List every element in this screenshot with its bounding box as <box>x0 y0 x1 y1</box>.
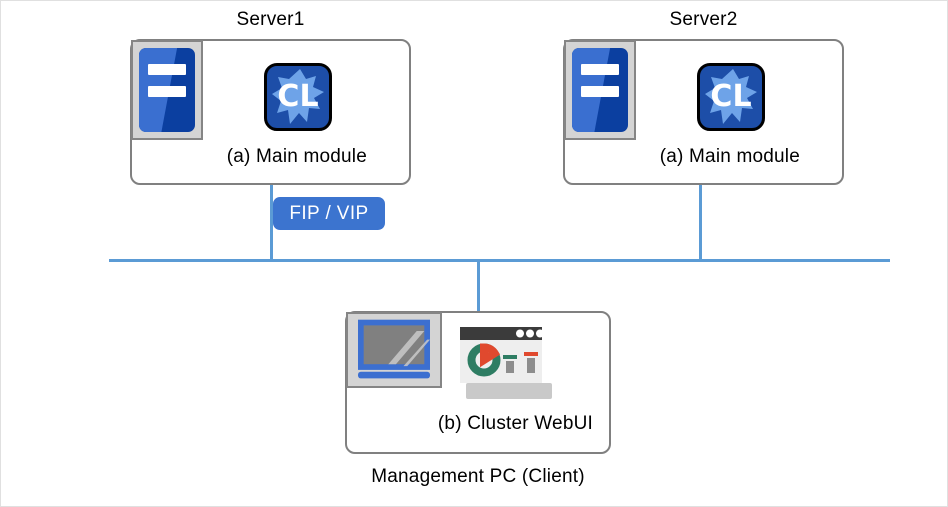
server2-module-label: (a) Main module <box>659 146 800 167</box>
cl-app-icon: CL <box>264 63 332 131</box>
desktop-monitor-icon <box>346 312 442 388</box>
cl-app-icon: CL <box>697 63 765 131</box>
server1-title: Server1 <box>236 9 305 30</box>
network-bus-line <box>109 259 890 262</box>
cl-app-icon-text: CL <box>277 79 319 114</box>
server-rack-slot-2 <box>581 86 619 97</box>
server2-title: Server2 <box>669 9 738 30</box>
server-rack-body <box>139 48 195 132</box>
server-rack-slot-2 <box>148 86 186 97</box>
cl-app-icon-text: CL <box>710 79 752 114</box>
desktop-monitor-glyph <box>358 319 430 379</box>
management-pc-network-link <box>477 259 480 312</box>
server-rack-icon <box>564 40 636 140</box>
browser-dashboard-glyph <box>460 327 552 399</box>
cl-splash-shape <box>705 69 757 124</box>
server-rack-slot-1 <box>581 64 619 75</box>
cl-splash-shape <box>272 69 324 124</box>
server2-box: CL (a) Main module <box>563 39 844 185</box>
server-rack-icon <box>131 40 203 140</box>
browser-dashboard-icon <box>458 327 552 399</box>
fip-vip-badge: FIP / VIP <box>273 197 385 230</box>
cluster-webui-label: (b) Cluster WebUI <box>437 413 593 434</box>
management-pc-box: (b) Cluster WebUI <box>345 311 611 454</box>
server-rack-body <box>572 48 628 132</box>
server1-network-link <box>270 185 273 261</box>
server-rack-slot-1 <box>148 64 186 75</box>
server2-network-link <box>699 185 702 261</box>
management-pc-caption: Management PC (Client) <box>371 466 585 487</box>
server1-box: CL (a) Main module <box>130 39 411 185</box>
server1-module-label: (a) Main module <box>226 146 367 167</box>
